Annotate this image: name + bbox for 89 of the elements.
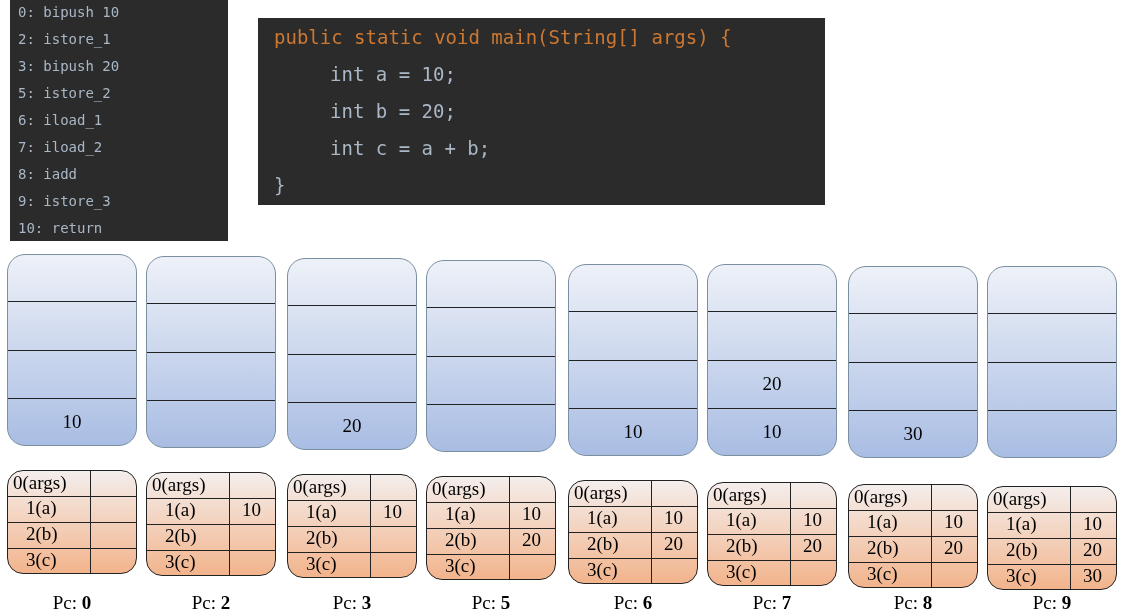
table-cell: 2(b) xyxy=(726,534,758,558)
table-cell: 1(a) xyxy=(726,508,757,532)
table-cell: 10 xyxy=(383,500,402,524)
source-line: public static void main(String[] args) { xyxy=(274,26,732,48)
table-cell: 1(a) xyxy=(1006,512,1037,536)
operand-stack xyxy=(707,264,837,456)
source-line: int c = a + b; xyxy=(330,137,491,159)
table-cell: 2(b) xyxy=(867,536,899,560)
table-cell: 3(c) xyxy=(306,552,337,576)
bytecode-line: 7: iload_2 xyxy=(18,139,103,155)
table-cell: 3(c) xyxy=(1006,564,1037,588)
stack-value: 10 xyxy=(61,410,83,433)
operand-stack xyxy=(987,266,1117,458)
table-cell: 20 xyxy=(944,536,963,560)
table-cell: 20 xyxy=(1083,538,1102,562)
table-cell: 0(args) xyxy=(152,473,206,497)
local-variable-table xyxy=(287,474,417,578)
source-line: } xyxy=(274,174,286,196)
pc-label: Pc: 7 xyxy=(751,592,793,614)
local-variable-table xyxy=(7,470,137,574)
table-cell: 10 xyxy=(944,510,963,534)
table-cell: 10 xyxy=(664,506,683,530)
table-cell: 2(b) xyxy=(587,532,619,556)
table-cell: 20 xyxy=(522,528,541,552)
bytecode-line: 0: bipush 10 xyxy=(18,4,120,20)
bytecode-line: 9: istore_3 xyxy=(18,193,111,209)
table-cell: 20 xyxy=(664,532,683,556)
table-cell: 1(a) xyxy=(26,496,57,520)
stack-value: 20 xyxy=(761,373,783,395)
table-cell: 2(b) xyxy=(26,522,58,546)
bytecode-line: 6: iload_1 xyxy=(18,112,103,128)
local-variable-table xyxy=(707,482,837,586)
stack-value: 20 xyxy=(341,414,363,437)
bytecode-line: 10: return xyxy=(18,220,103,236)
table-cell: 2(b) xyxy=(1006,538,1038,562)
operand-stack xyxy=(848,266,978,458)
source-line: int b = 20; xyxy=(330,100,456,122)
stack-value: 10 xyxy=(622,420,644,443)
bytecode-line: 2: istore_1 xyxy=(18,31,111,47)
table-cell: 1(a) xyxy=(165,498,196,522)
table-cell: 0(args) xyxy=(432,477,486,501)
local-variable-table xyxy=(426,476,556,580)
table-cell: 2(b) xyxy=(165,524,197,548)
table-cell: 3(c) xyxy=(587,558,618,582)
table-cell: 1(a) xyxy=(306,500,337,524)
operand-stack xyxy=(426,260,556,452)
table-cell: 2(b) xyxy=(445,528,477,552)
stack-value: 30 xyxy=(902,422,924,445)
operand-stack xyxy=(287,258,417,450)
table-cell: 0(args) xyxy=(13,471,67,495)
table-cell: 1(a) xyxy=(587,506,618,530)
table-cell: 2(b) xyxy=(306,526,338,550)
table-cell: 3(c) xyxy=(867,562,898,586)
pc-label: Pc: 9 xyxy=(1031,592,1073,614)
pc-label: Pc: 8 xyxy=(892,592,934,614)
table-cell: 3(c) xyxy=(26,548,57,572)
table-cell: 0(args) xyxy=(574,481,628,505)
pc-label: Pc: 5 xyxy=(470,592,512,614)
table-cell: 10 xyxy=(242,498,261,522)
table-cell: 10 xyxy=(803,508,822,532)
table-cell: 20 xyxy=(803,534,822,558)
table-cell: 3(c) xyxy=(445,554,476,578)
table-cell: 0(args) xyxy=(713,483,767,507)
table-cell: 30 xyxy=(1083,564,1102,588)
pc-label: Pc: 6 xyxy=(612,592,654,614)
table-cell: 0(args) xyxy=(993,487,1047,511)
bytecode-line: 5: istore_2 xyxy=(18,85,111,101)
table-cell: 3(c) xyxy=(165,550,196,574)
operand-stack xyxy=(7,254,137,446)
source-line: int a = 10; xyxy=(330,63,456,85)
table-cell: 10 xyxy=(522,502,541,526)
table-cell: 0(args) xyxy=(293,475,347,499)
operand-stack xyxy=(568,264,698,456)
table-cell: 3(c) xyxy=(726,560,757,584)
local-variable-table xyxy=(568,480,698,584)
table-cell: 1(a) xyxy=(867,510,898,534)
table-cell: 1(a) xyxy=(445,502,476,526)
stack-value: 10 xyxy=(761,420,783,443)
local-variable-table xyxy=(987,486,1117,590)
pc-label: Pc: 3 xyxy=(331,592,373,614)
pc-label: Pc: 2 xyxy=(190,592,232,614)
pc-label: Pc: 0 xyxy=(51,592,93,614)
table-cell: 10 xyxy=(1083,512,1102,536)
operand-stack xyxy=(146,256,276,448)
table-cell: 0(args) xyxy=(854,485,908,509)
bytecode-line: 3: bipush 20 xyxy=(18,58,120,74)
bytecode-line: 8: iadd xyxy=(18,166,77,182)
local-variable-table xyxy=(848,484,978,588)
local-variable-table xyxy=(146,472,276,576)
